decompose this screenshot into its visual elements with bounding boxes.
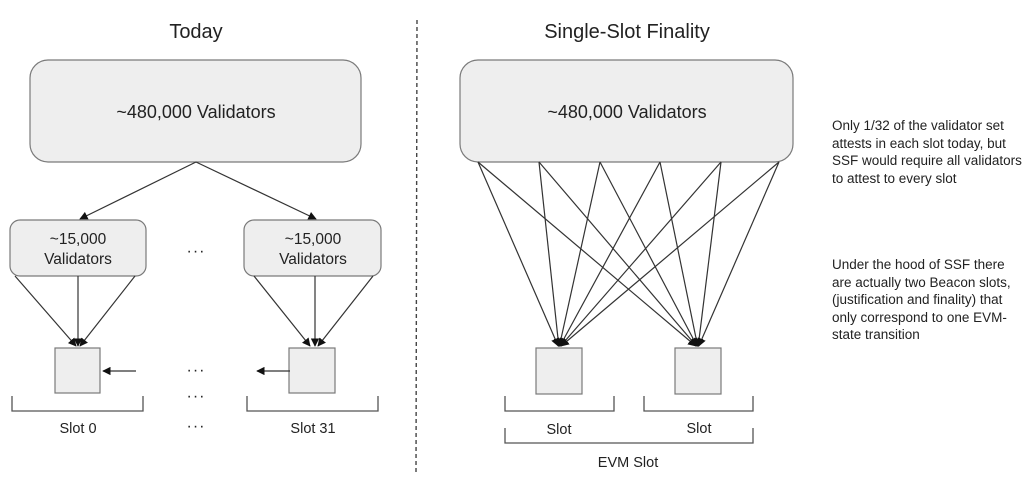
edge-committee0-slot0-a [14,275,77,347]
ssf-edge-2-to-slot-0 [556,161,601,347]
ellipsis-brackets: ··· [187,388,206,405]
ssf-edge-2-to-slot-1 [599,161,698,347]
ssf-edge-1-to-slot-0 [538,161,563,347]
ssf-slot-label-2: Slot [687,421,712,437]
ssf-edges [477,161,780,347]
edge-to-committee-0 [79,161,197,220]
ssf-slot-bracket-2 [643,396,754,412]
ssf-edge-3-to-slot-0 [559,161,661,347]
evm-slot-label: EVM Slot [598,455,658,471]
committee-31-label: Validators [279,251,347,268]
ellipsis-blocks: ··· [187,362,206,379]
committee-0-count: ~15,000 [50,231,107,248]
ssf-edge-4-to-slot-1 [694,161,722,347]
ssf-validator-set-label: ~480,000 Validators [547,102,706,122]
ssf-edge-4-to-slot-0 [560,161,722,347]
today-title: Today [169,21,222,43]
ssf-edge-5-to-slot-0 [560,161,780,347]
ssf-validator-set-box [459,59,794,163]
ssf-slot-bracket-1 [504,396,615,412]
ssf-edge-3-to-slot-1 [659,161,701,347]
committee-31-count: ~15,000 [285,231,342,248]
note-attestation: Only 1/32 of the validator set attests i… [832,118,1022,186]
slot-31-block [288,347,336,394]
ssf-title: Single-Slot Finality [544,21,710,43]
edge-committee0-slot0-c [79,275,136,347]
ssf-edge-1-to-slot-1 [538,161,697,347]
ssf-slot-label-1: Slot [547,422,572,438]
ssf-slot-block-justification [535,347,583,395]
slot-0-block [54,347,101,394]
slot-0-label: Slot 0 [59,421,96,437]
note-beacon-slots: Under the hood of SSF there are actually… [832,257,1011,342]
evm-slot-bracket [504,428,754,444]
ssf-edge-5-to-slot-1 [697,161,780,347]
slot-31-label: Slot 31 [290,421,335,437]
ssf-edge-0-to-slot-0 [477,161,560,347]
committee-box-31 [243,219,382,277]
today-validator-set-label: ~480,000 Validators [116,102,275,122]
committee-0-label: Validators [44,251,112,268]
slot-0-bracket [11,396,144,412]
edge-committee31-slot31-a [253,275,311,347]
ssf-slot-block-finality [674,347,722,395]
ellipsis-committees: ··· [187,243,206,260]
edge-to-committee-31 [195,161,317,220]
edge-committee31-slot31-c [317,275,374,347]
ssf-edge-0-to-slot-1 [477,161,697,347]
panel-divider [415,19,418,475]
slot-31-bracket [246,396,379,412]
ellipsis-labels: ··· [187,418,206,435]
